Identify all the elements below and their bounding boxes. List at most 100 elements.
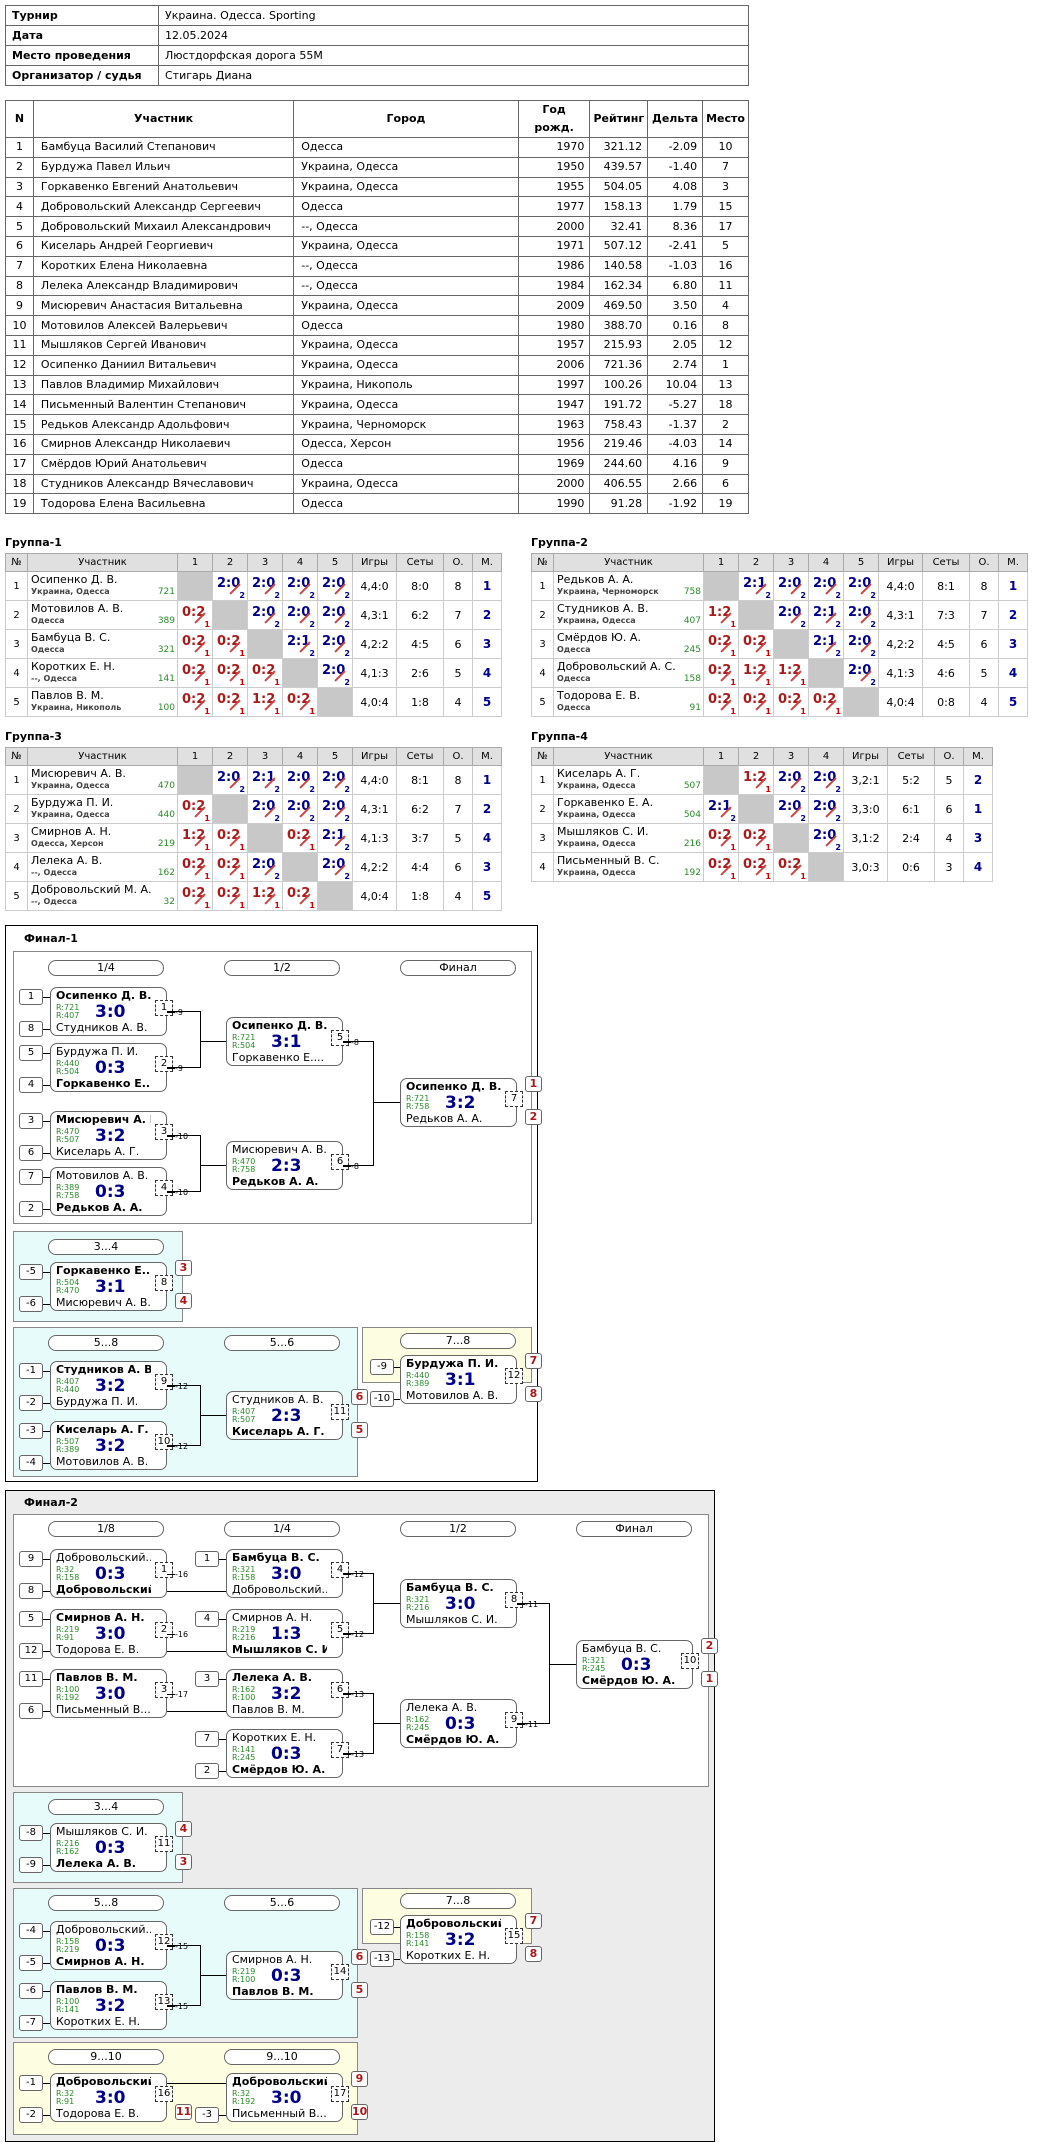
score-text: 2:0 (217, 576, 241, 591)
bracket-line (43, 1463, 50, 1464)
score-text: 2:1 (287, 634, 311, 649)
score-text: 0:2 (287, 692, 311, 707)
bracket-line (43, 1085, 50, 1086)
score-text: 0:2 (217, 857, 241, 872)
group-stat-o: 7 (443, 794, 473, 824)
participant-cell: -2.41 (647, 235, 704, 257)
bracket-line (43, 1153, 50, 1154)
player-rating: 389 (157, 616, 175, 626)
participant-cell: 10 (702, 137, 749, 158)
participant-cell: 19 (5, 493, 34, 515)
match-number: 8 (155, 1275, 173, 1291)
score-text: 0:2 (182, 857, 206, 872)
match-score: 0:3 (95, 1058, 126, 1078)
score-points: 1 (274, 901, 280, 910)
match-rating-1: R:100 (56, 1685, 80, 1694)
player-name: Осипенко Д. В. (31, 574, 118, 586)
score-text: 0:2 (778, 857, 802, 872)
participant-cell: -1.03 (647, 255, 704, 277)
diagonal-cell (738, 794, 774, 824)
group-stat-g: 4,0:4 (352, 687, 397, 717)
bracket-line (167, 1192, 175, 1193)
group-column-header: О. (969, 553, 999, 572)
match-player-1: Коротких Е. Н. (232, 1731, 317, 1744)
bracket-line (549, 1603, 550, 1724)
player-number: 4 (531, 658, 554, 688)
bracket-line (200, 1975, 226, 1976)
player-name: Добровольский А. С. (557, 661, 676, 673)
match-player-2: Мышляков С. И. (232, 1643, 327, 1656)
score-points: 1 (204, 814, 210, 823)
participant-cell: 1963 (517, 414, 591, 435)
score-points: 2 (765, 591, 771, 600)
match-player-1: Мисюревич А. В. (232, 1143, 327, 1156)
bracket-line (43, 1991, 50, 1992)
round-label: 5...8 (48, 1895, 164, 1911)
participant-cell: 7 (5, 255, 34, 277)
match-player-2: Редьков А. А. (406, 1112, 483, 1125)
column-header: N (5, 100, 34, 138)
group-stat-s: 4:4 (396, 852, 444, 882)
participant-cell: 1.79 (647, 196, 704, 218)
group-stat-g: 4,2:2 (878, 629, 923, 659)
participant-cell: 9 (5, 295, 34, 317)
participant-cell: 244.60 (589, 453, 649, 475)
place-badge: 4 (175, 1293, 192, 1309)
group-stat-g: 4,3:1 (352, 794, 397, 824)
group-column-header: 1 (703, 747, 739, 766)
group-stat-s: 8:0 (396, 571, 444, 601)
score-points: 2 (239, 591, 245, 600)
match-score: 3:0 (271, 1564, 302, 1584)
participant-cell: Смирнов Александр Николаевич (32, 433, 295, 455)
place-badge: 10 (351, 2104, 368, 2120)
score-points: 1 (309, 843, 315, 852)
match-rating-1: R:219 (56, 1625, 80, 1634)
player-name: Добровольский М. А. (31, 884, 152, 896)
score-text: 0:2 (708, 634, 732, 649)
match-score: 0:3 (95, 1564, 126, 1584)
group-stat-o: 4 (443, 687, 473, 717)
bracket-line (167, 1011, 200, 1012)
group-stat-g: 4,1:3 (352, 823, 397, 853)
seed-box: -5 (19, 1264, 43, 1280)
group-stat-s: 2:4 (887, 823, 935, 853)
column-header: Год рожд. (517, 100, 591, 138)
match-rating-1: R:219 (232, 1625, 256, 1634)
participant-cell: 12 (702, 334, 749, 356)
match-score: 3:0 (445, 1594, 476, 1614)
score-points: 1 (204, 678, 210, 687)
match-score: 3:1 (271, 1032, 302, 1052)
loser-destination: -16 (175, 1570, 189, 1579)
group-stat-o: 8 (969, 571, 999, 601)
match-player-2: Смёрдов Ю. А. (232, 1763, 326, 1776)
player-name: Горкавенко Е. А. (557, 797, 654, 809)
participant-cell: 321.12 (589, 137, 649, 158)
score-text: 0:2 (217, 828, 241, 843)
round-label: 1/8 (48, 1521, 164, 1537)
group-stat-o: 5 (443, 658, 473, 688)
group-column-header: Участник (553, 553, 704, 572)
participant-cell: 4.16 (647, 453, 704, 475)
score-text: 1:2 (743, 663, 767, 678)
